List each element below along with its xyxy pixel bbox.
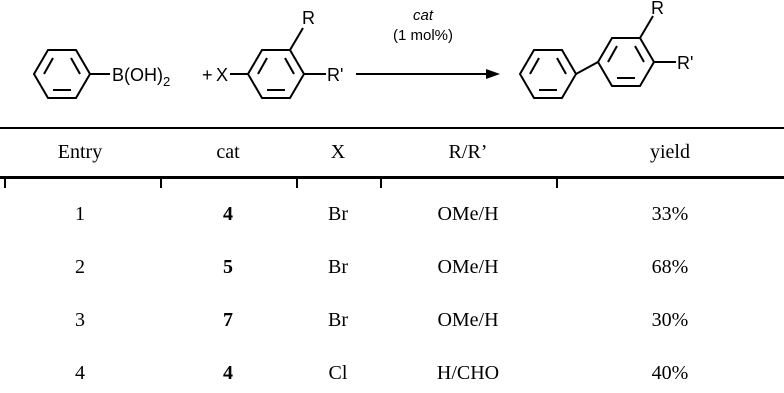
cell-entry: 1: [75, 203, 85, 225]
column-tick: [380, 178, 382, 188]
benzene-ring-reactant-1: [32, 49, 110, 99]
header-r-rprime: R/R’: [448, 141, 488, 163]
biphenyl-product: [518, 15, 676, 99]
column-tick: [4, 178, 6, 188]
table-row: 4 4 Cl H/CHO 40%: [0, 353, 784, 393]
cell-r-rprime: OMe/H: [437, 256, 499, 278]
cell-yield: 68%: [651, 256, 689, 278]
cell-yield: 33%: [651, 203, 689, 225]
cell-x: Br: [328, 203, 348, 225]
substituent-r-label: R: [302, 8, 315, 28]
cell-yield: 30%: [651, 309, 689, 331]
cell-entry: 4: [75, 362, 85, 384]
cell-x: Cl: [328, 362, 348, 384]
cell-entry: 3: [75, 309, 85, 331]
table-row: 3 7 Br OMe/H 30%: [0, 300, 784, 340]
column-tick: [160, 178, 162, 188]
cell-entry: 2: [75, 256, 85, 278]
table-row: 1 4 Br OMe/H 33%: [0, 194, 784, 234]
catalyst-label: cat: [413, 7, 434, 24]
cell-cat: 4: [223, 203, 233, 225]
table-top-rule: [0, 127, 784, 129]
header-yield: yield: [650, 141, 690, 163]
catalyst-loading-label: (1 mol%): [393, 27, 453, 44]
column-tick: [296, 178, 298, 188]
cell-x: Br: [328, 256, 348, 278]
cell-r-rprime: H/CHO: [436, 362, 500, 384]
cell-r-rprime: OMe/H: [437, 309, 499, 331]
cell-x: Br: [328, 309, 348, 331]
plus-sign: +: [202, 65, 213, 85]
table-row: 2 5 Br OMe/H 68%: [0, 247, 784, 287]
cell-cat: 5: [223, 256, 233, 278]
header-x: X: [330, 141, 346, 163]
cell-r-rprime: OMe/H: [437, 203, 499, 225]
table-header-rule: [0, 176, 784, 179]
arrow-head: [486, 69, 500, 79]
table-header-row: Entry cat X R/R’ yield: [0, 132, 784, 172]
boronic-acid-label: B(OH)2: [112, 65, 170, 89]
header-entry: Entry: [57, 141, 103, 163]
cell-cat: 7: [223, 309, 233, 331]
benzene-ring-reactant-2: [230, 27, 326, 99]
header-cat: cat: [216, 141, 240, 163]
product-rprime-label: R': [677, 53, 693, 73]
cell-cat: 4: [223, 362, 233, 384]
product-r-label: R: [651, 0, 664, 18]
cell-yield: 40%: [651, 362, 689, 384]
leaving-group-label: X: [216, 65, 228, 85]
substituent-rprime-label: R': [327, 65, 343, 85]
column-tick: [556, 178, 558, 188]
reaction-scheme: B(OH)2 + X R R' cat (1 mol%) R R': [32, 0, 693, 99]
